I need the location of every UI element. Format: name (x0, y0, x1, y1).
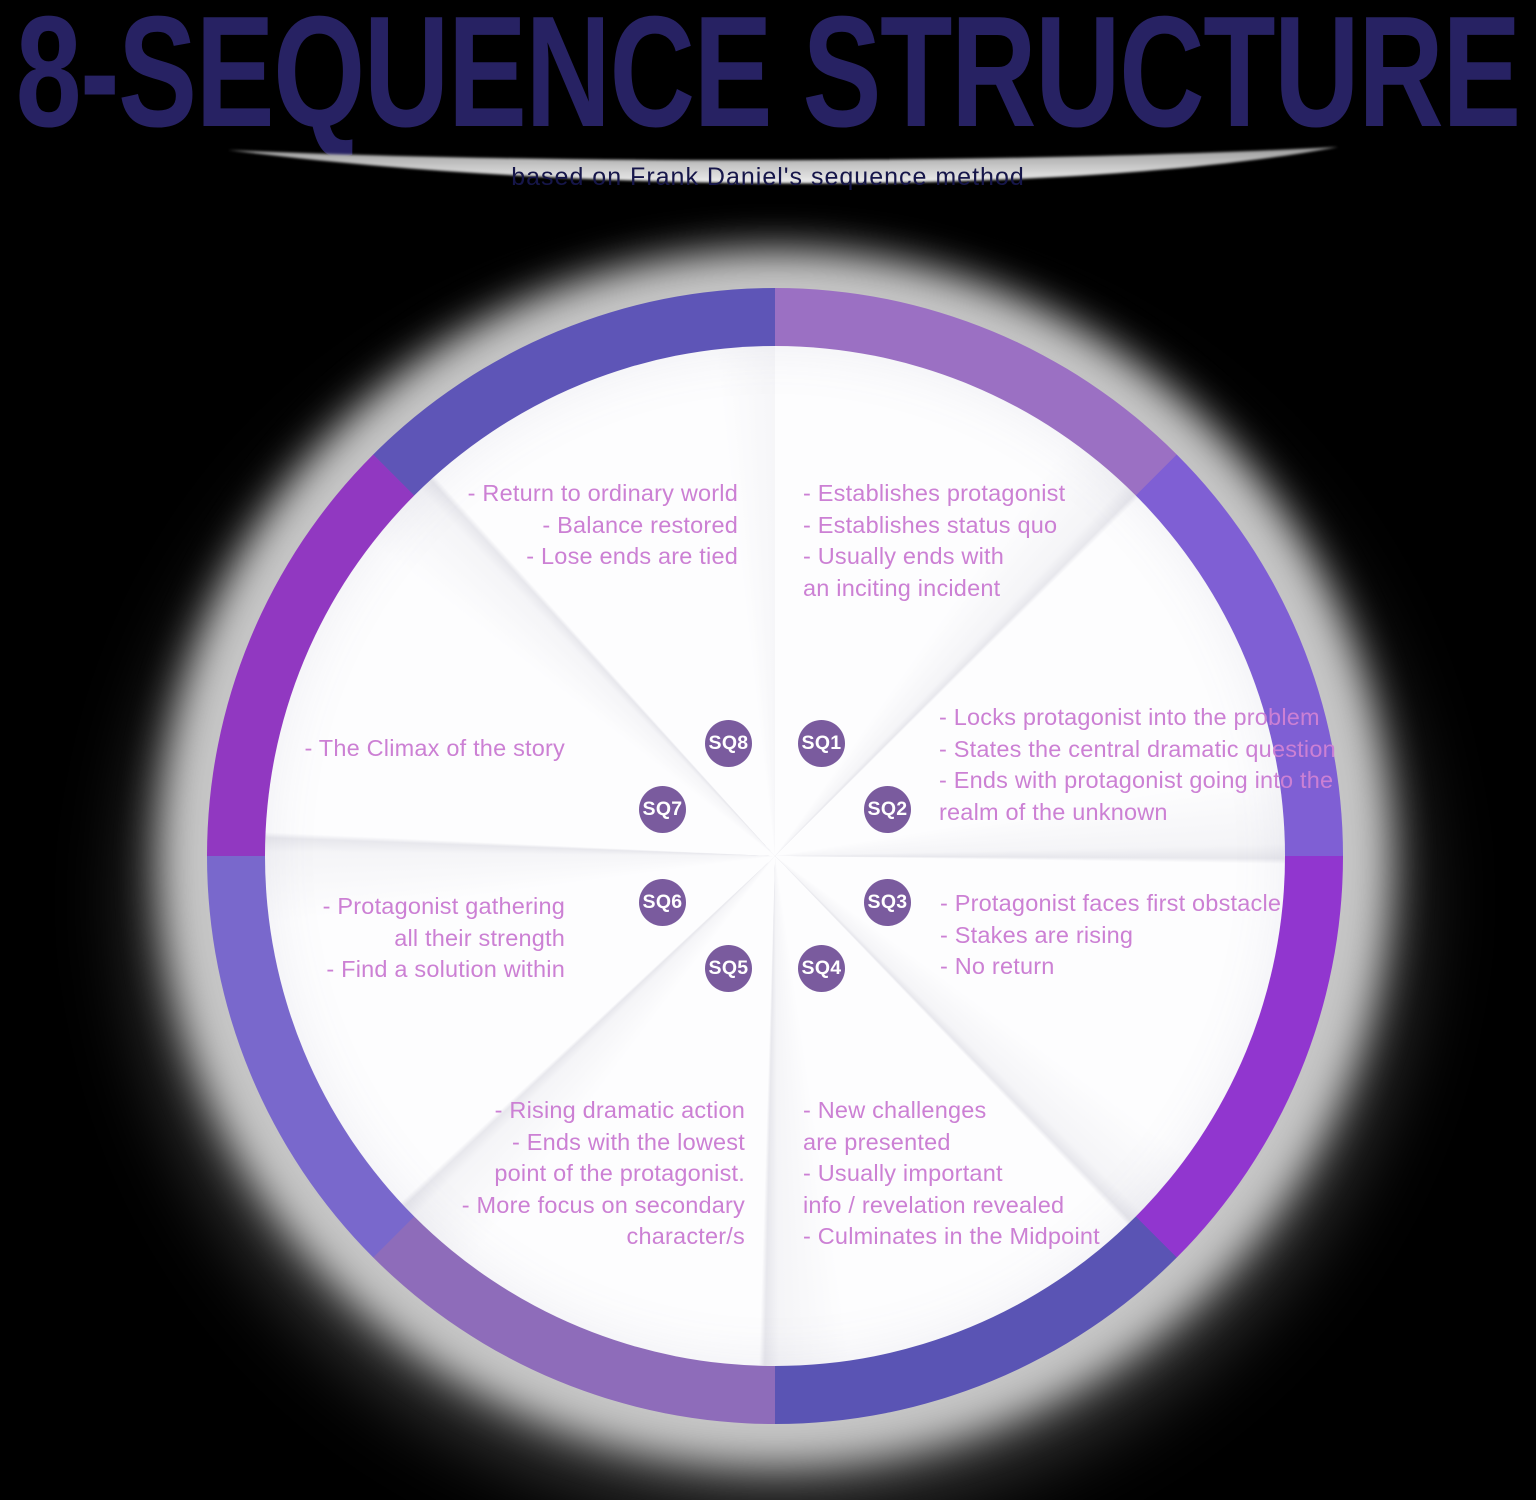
sequence-6-notes: - Protagonist gathering all their streng… (323, 891, 565, 986)
note-line: - Find a solution within (326, 956, 565, 982)
badge-sq3: SQ3 (864, 879, 911, 926)
note-line: - Establishes status quo (803, 511, 1058, 538)
badge-sq5: SQ5 (705, 945, 752, 992)
note-line: - The Climax of the story (304, 735, 565, 761)
note-line: - Protagonist faces first obstacle (940, 890, 1282, 916)
note-line: - New challenges (803, 1097, 987, 1123)
note-line: realm of the unknown (939, 798, 1168, 825)
note-line: - Usually important (803, 1160, 1003, 1186)
note-line: - Usually ends with (803, 543, 1005, 569)
page-title: 8-SEQUENCE STRUCTURE (0, 0, 1536, 160)
note-line: - Culminates in the Midpoint (803, 1223, 1100, 1249)
wheel-disc (265, 346, 1285, 1366)
note-line: - More focus on secondary (461, 1191, 745, 1218)
note-line: - Lose ends are tied (526, 543, 738, 569)
sequence-8-notes: - Return to ordinary world - Balance res… (468, 478, 738, 573)
note-line: are presented (803, 1128, 951, 1155)
note-line: - Return to ordinary world (467, 480, 738, 506)
sequence-3-notes: - Protagonist faces first obstacle - Sta… (940, 888, 1281, 983)
sequence-1-notes: - Establishes protagonist - Establishes … (803, 478, 1065, 604)
note-line: point of the protagonist. (494, 1160, 745, 1186)
sequence-wheel: SQ1 SQ2 SQ3 SQ4 SQ5 SQ6 SQ7 SQ8 (207, 288, 1343, 1424)
badge-sq7: SQ7 (639, 786, 686, 833)
sequence-5-notes: - Rising dramatic action - Ends with the… (462, 1095, 745, 1253)
badge-sq2: SQ2 (864, 786, 911, 833)
note-line: - Rising dramatic action (494, 1097, 745, 1123)
note-line: - Balance restored (542, 511, 738, 538)
sequence-2-notes: - Locks protagonist into the problem - S… (939, 702, 1336, 828)
badge-sq1: SQ1 (798, 720, 845, 767)
note-line: all their strength (394, 924, 565, 951)
subtitle: based on Frank Daniel's sequence method (511, 163, 1025, 191)
sequence-4-notes: - New challenges are presented - Usually… (803, 1095, 1100, 1253)
badge-sq4: SQ4 (798, 945, 845, 992)
note-line: info / revelation revealed (803, 1191, 1065, 1218)
note-line: - Establishes protagonist (803, 480, 1066, 506)
badge-sq6: SQ6 (639, 879, 686, 926)
note-line: character/s (626, 1223, 745, 1249)
note-line: - Protagonist gathering (322, 893, 565, 919)
note-line: - Stakes are rising (940, 921, 1134, 948)
note-line: - Locks protagonist into the problem (939, 704, 1320, 730)
page-title-text: 8-SEQUENCE STRUCTURE (15, 0, 1522, 160)
note-line: - No return (940, 953, 1055, 979)
title-shadow-swoosh (228, 147, 1338, 184)
note-line: - States the central dramatic question (939, 735, 1336, 762)
badge-sq8: SQ8 (705, 720, 752, 767)
note-line: - Ends with the lowest (512, 1128, 745, 1155)
note-line: - Ends with protagonist going into the (939, 767, 1334, 793)
sequence-7-notes: - The Climax of the story (304, 733, 565, 765)
note-line: an inciting incident (803, 574, 1001, 601)
